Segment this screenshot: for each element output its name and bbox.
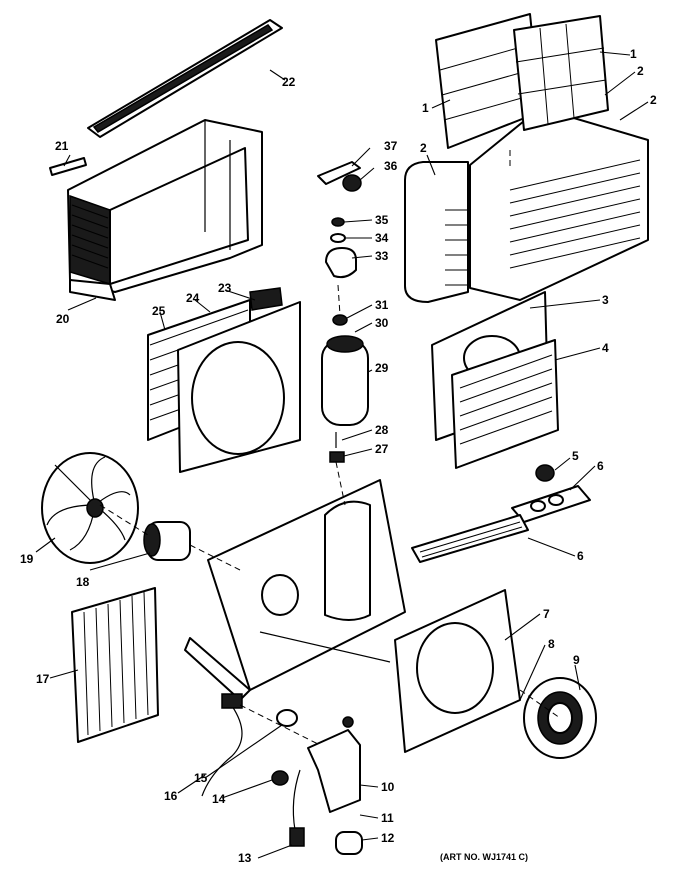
callout-9: 9 — [573, 653, 580, 667]
part-small-strip — [49, 157, 87, 176]
callout-31: 31 — [375, 298, 389, 312]
part-blower-scroll — [394, 589, 521, 753]
assembly-lines — [99, 150, 561, 746]
callout-3: 3 — [602, 293, 609, 307]
part-overload-31 — [332, 314, 348, 326]
callout-2-right: 2 — [650, 93, 657, 107]
callout-15: 15 — [194, 771, 208, 785]
part-bracket-23 — [249, 287, 283, 311]
callout-22: 22 — [282, 75, 296, 89]
callout-6-top: 6 — [597, 459, 604, 473]
callout-2-left: 2 — [420, 141, 427, 155]
callout-37: 37 — [384, 139, 398, 153]
callout-17: 17 — [36, 672, 50, 686]
part-cabinet — [67, 119, 263, 301]
part-filter-right — [513, 15, 609, 131]
callout-4: 4 — [602, 341, 609, 355]
part-washer-34 — [330, 233, 346, 243]
callout-5: 5 — [572, 449, 579, 463]
leader-lines — [35, 51, 649, 859]
part-top-rail — [87, 19, 283, 138]
part-front-grille-right — [469, 107, 649, 301]
art-number: (ART NO. WJ1741 C) — [440, 852, 528, 862]
part-mount-27 — [329, 451, 345, 463]
part-switch-15 — [276, 709, 298, 727]
callout-7: 7 — [543, 607, 550, 621]
part-base-pan — [184, 479, 406, 701]
callout-30: 30 — [375, 316, 389, 330]
callout-20: 20 — [56, 312, 70, 326]
callout-8: 8 — [548, 637, 555, 651]
part-louver-6 — [411, 514, 529, 563]
callout-13: 13 — [238, 851, 252, 865]
callout-21: 21 — [55, 139, 69, 153]
part-grommet-36 — [342, 174, 362, 192]
part-control-bracket — [307, 716, 361, 813]
part-fan-motor — [143, 521, 191, 561]
part-rear-grille — [71, 587, 159, 743]
callout-12: 12 — [381, 831, 395, 845]
part-blower-wheel — [523, 677, 597, 759]
part-fan-shroud — [177, 301, 301, 473]
part-thermostat-14 — [271, 770, 289, 786]
part-evaporator-coil — [451, 339, 559, 469]
callout-16: 16 — [164, 789, 178, 803]
part-fan-blade — [41, 452, 139, 564]
part-nut-35 — [331, 217, 345, 227]
callout-27: 27 — [375, 442, 389, 456]
part-bracket-37 — [317, 161, 361, 185]
callout-1-right: 1 — [630, 47, 637, 61]
part-terminal-cover-33 — [325, 247, 357, 279]
callout-28: 28 — [375, 423, 389, 437]
callout-34: 34 — [375, 231, 389, 245]
part-knob-5 — [535, 464, 555, 482]
part-plug-13 — [289, 769, 305, 847]
part-control-panel — [511, 485, 591, 523]
part-capacitor — [335, 831, 363, 855]
callout-2-top: 2 — [637, 64, 644, 78]
part-power-cord — [201, 693, 243, 797]
callout-18: 18 — [76, 575, 90, 589]
callout-1-left: 1 — [422, 101, 429, 115]
callout-23: 23 — [218, 281, 232, 295]
part-front-grille-left — [404, 161, 469, 303]
callout-36: 36 — [384, 159, 398, 173]
callout-19-visible: 19 — [20, 552, 34, 566]
part-compressor — [321, 335, 369, 426]
callout-24: 24 — [186, 291, 200, 305]
callout-25: 25 — [152, 304, 166, 318]
callout-14: 14 — [212, 792, 226, 806]
callout-35: 35 — [375, 213, 389, 227]
callout-6-bottom: 6 — [577, 549, 584, 563]
callout-33: 33 — [375, 249, 389, 263]
callout-labels: 22 21 20 37 36 35 34 33 31 30 29 28 27 2… — [20, 47, 657, 865]
callout-11: 11 — [381, 811, 394, 825]
callout-29: 29 — [375, 361, 389, 375]
callout-10: 10 — [381, 780, 395, 794]
